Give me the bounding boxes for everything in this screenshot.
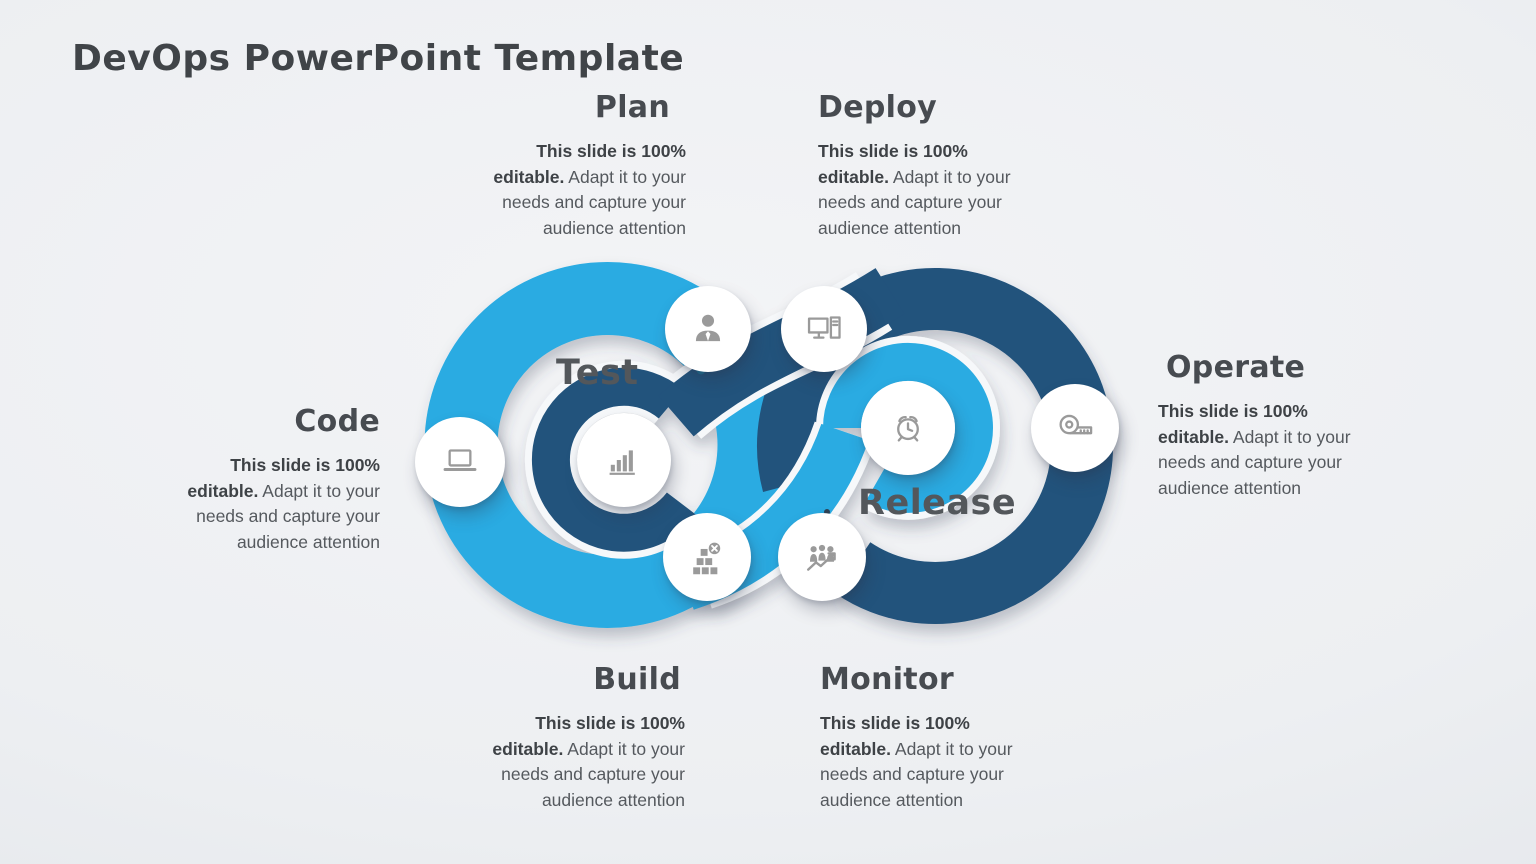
stage-badge-release[interactable]	[861, 381, 955, 475]
loop-label-release[interactable]: Release	[858, 483, 1017, 523]
stage-description: This slide is 100%editable. Adapt it to …	[493, 141, 686, 238]
stage-title-operate: Operate	[1166, 350, 1306, 385]
stage-block-deploy[interactable]: Deploy This slide is 100%editable. Adapt…	[818, 90, 1058, 241]
tape-measure-icon	[1059, 414, 1093, 435]
stage-badge-test[interactable]	[577, 413, 671, 507]
stage-title-code: Code	[294, 404, 380, 439]
stage-description: This slide is 100%editable. Adapt it to …	[187, 455, 380, 552]
stage-block-monitor[interactable]: Monitor This slide is 100%editable. Adap…	[820, 662, 1060, 813]
stage-title-plan: Plan	[594, 90, 670, 125]
stage-description: This slide is 100%editable. Adapt it to …	[820, 713, 1013, 810]
stage-description: This slide is 100%editable. Adapt it to …	[492, 713, 685, 810]
test-swirl	[531, 367, 698, 552]
stage-title-deploy: Deploy	[818, 90, 937, 125]
stage-title-monitor: Monitor	[820, 662, 954, 697]
stage-badge-monitor[interactable]	[778, 513, 866, 601]
desktop-computer-icon	[807, 316, 841, 339]
alarm-clock-icon	[897, 416, 919, 442]
businessman-icon	[695, 314, 721, 342]
stage-badge-operate[interactable]	[1031, 384, 1119, 472]
team-growth-icon	[807, 544, 836, 571]
stage-block-code[interactable]: Code This slide is 100%editable. Adapt i…	[140, 404, 380, 555]
building-blocks-icon	[693, 542, 721, 575]
stage-description: This slide is 100%editable. Adapt it to …	[818, 141, 1011, 238]
laptop-icon	[443, 449, 477, 471]
stage-block-operate[interactable]: Operate This slide is 100%editable. Adap…	[1158, 350, 1408, 501]
loop-label-test[interactable]: Test	[556, 353, 639, 393]
stage-description: This slide is 100%editable. Adapt it to …	[1158, 401, 1351, 498]
stage-block-build[interactable]: Build This slide is 100%editable. Adapt …	[445, 662, 685, 813]
stage-badge-code[interactable]	[415, 417, 505, 507]
slide-title[interactable]: DevOps PowerPoint Template	[72, 38, 685, 79]
stage-block-plan[interactable]: Plan This slide is 100%editable. Adapt i…	[446, 90, 686, 241]
stage-badge-plan[interactable]	[665, 286, 751, 372]
release-swirl	[823, 342, 993, 513]
bar-chart-icon	[609, 450, 635, 475]
stage-title-build: Build	[593, 662, 681, 697]
stage-badge-build[interactable]	[663, 513, 751, 601]
stage-badge-deploy[interactable]	[781, 286, 867, 372]
